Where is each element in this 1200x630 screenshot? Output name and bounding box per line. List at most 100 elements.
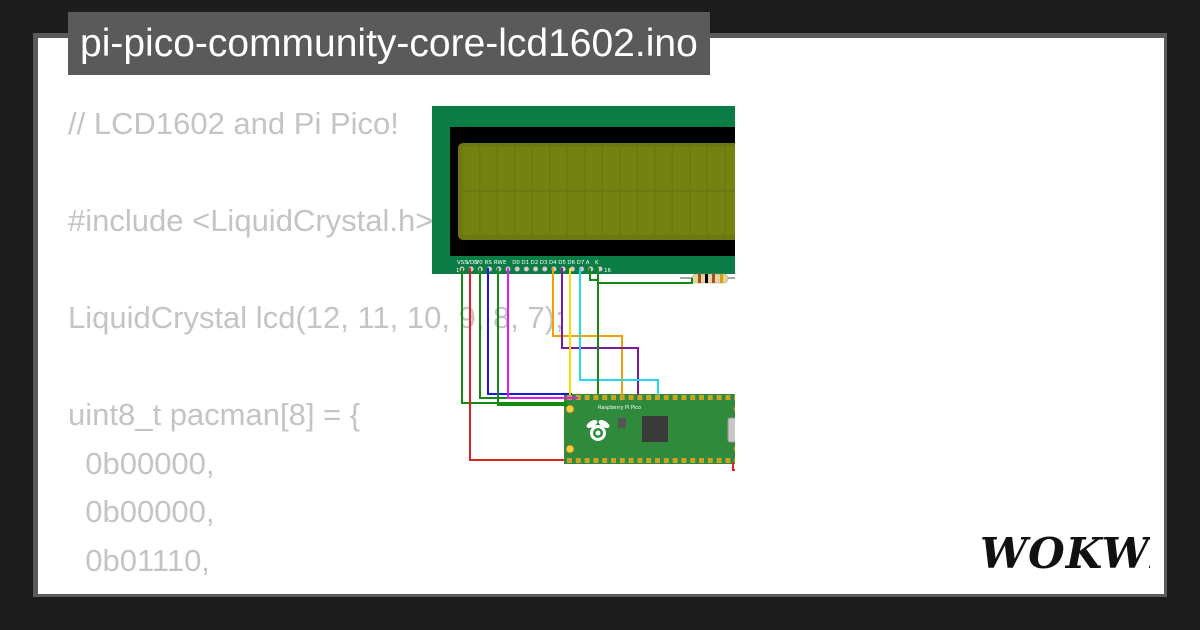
lcd-char-cell: [480, 147, 497, 190]
wire-vss-gnd: [461, 268, 566, 404]
pico-pin: [593, 395, 599, 400]
lcd-pin-label: D7: [577, 260, 585, 266]
lcd-char-cell: [690, 192, 707, 235]
code-line: 0b00000,: [68, 445, 215, 481]
pico-pin: [734, 458, 735, 463]
raspberry-pi-pico: Raspberry Pi Pico: [564, 394, 735, 464]
project-title: pi-pico-community-core-lcd1602.ino: [68, 12, 710, 75]
lcd-pin: [542, 266, 548, 272]
code-line: 0b11011,: [68, 585, 564, 594]
lcd-char-cell: [585, 147, 602, 190]
lcd-char-cell: [480, 192, 497, 235]
lcd-pin-label: D1: [521, 260, 529, 266]
pico-pin: [611, 458, 616, 463]
pico-pin: [672, 395, 678, 400]
lcd-pin-label: RS: [485, 260, 493, 266]
lcd-char-cell: [673, 192, 689, 235]
wire-resistor-3v3: [732, 462, 735, 471]
code-preview: // LCD1602 and Pi Pico!#include <LiquidC…: [68, 100, 564, 594]
code-line: uint8_t pacman[8] = {: [68, 397, 361, 432]
lcd-char-cell: [603, 192, 619, 235]
pico-pin: [663, 395, 669, 400]
wire-e: [507, 268, 578, 399]
wires: [461, 268, 735, 471]
lcd-char-cell: [638, 192, 654, 235]
lcd-char-cell: [638, 147, 654, 190]
lcd-pin-label: D3: [540, 260, 548, 266]
pico-pin: [663, 458, 669, 463]
lcd-char-cell: [550, 192, 567, 235]
pico-pin: [734, 395, 735, 400]
pico-pin: [637, 458, 643, 463]
card-content: // LCD1602 and Pi Pico!#include <LiquidC…: [38, 38, 1164, 594]
pico-pin: [619, 395, 625, 400]
pico-pin: [646, 395, 652, 400]
pico-pin: [690, 458, 696, 463]
lcd-char-cell: [568, 192, 584, 235]
pico-pin: [707, 458, 713, 463]
lcd-char-cell: [533, 192, 549, 235]
pico-pin: [699, 395, 704, 400]
pico-pin: [584, 458, 590, 463]
lcd-char-cell: [463, 147, 479, 190]
pico-pin: [575, 395, 581, 400]
code-line: 0b01110,: [68, 542, 210, 578]
pico-pin: [672, 458, 678, 463]
pico-pin: [646, 458, 652, 463]
lcd-pin: [532, 266, 539, 272]
lcd-pin-last: 16: [604, 268, 611, 274]
wire-a-resistor: [597, 268, 693, 284]
pico-pin: [619, 458, 625, 463]
lcd-char-cell: [515, 147, 532, 190]
pico-pin: [655, 458, 660, 463]
lcd-pin-label: K: [595, 260, 599, 266]
wire-v0-gnd: [497, 268, 568, 406]
lcd-pin-label: D0: [512, 260, 520, 266]
pico-pin: [602, 395, 608, 400]
lcd-char-cell: [533, 147, 549, 190]
pico-pin: [716, 458, 722, 463]
pico-pin: [602, 458, 608, 463]
lcd-char-cell: [498, 192, 514, 235]
pico-pin: [628, 395, 634, 400]
pico-board-label: Raspberry Pi Pico: [598, 405, 641, 411]
pico-pin: [707, 395, 713, 400]
usb-port: [727, 417, 735, 443]
mounting-hole: [733, 405, 735, 413]
lcd-char-cell: [690, 147, 707, 190]
lcd-pin-label: D2: [531, 260, 539, 266]
lcd-character-grid: [463, 147, 735, 235]
wire-k-gnd: [589, 268, 599, 395]
mounting-hole: [565, 404, 575, 414]
code-line: #include <LiquidCrystal.h>: [68, 203, 434, 238]
raspberry-logo-icon: [586, 420, 610, 441]
mounting-hole: [733, 445, 735, 453]
lcd-char-cell: [655, 147, 672, 190]
lcd-pin-label: V0: [475, 260, 483, 266]
pico-pin: [637, 395, 643, 400]
lcd-pin-label: D4: [549, 260, 557, 266]
lcd-char-cell: [620, 147, 637, 190]
lcd-pin-label: VSS: [457, 260, 468, 266]
wire-vdd-vbus: [469, 268, 564, 461]
lcd-char-cell: [550, 147, 567, 190]
lcd-pin-label: VDD: [466, 260, 478, 266]
lcd-pin-label: D6: [567, 260, 575, 266]
pico-pin: [655, 395, 660, 400]
pico-pin: [611, 395, 616, 400]
lcd-char-cell: [655, 192, 672, 235]
lcd-char-cell: [515, 192, 532, 235]
resistor: [680, 273, 735, 284]
wokwi-logo-text: WOKWI: [980, 529, 1150, 576]
rp2040-chip: [642, 416, 668, 442]
pico-pin: [575, 458, 581, 463]
pico-pin: [584, 395, 590, 400]
pico-pin: [593, 458, 599, 463]
wire-d5: [561, 268, 639, 395]
flash-chip: [618, 418, 626, 428]
pico-pin: [567, 458, 572, 463]
lcd-char-cell: [463, 192, 479, 235]
pico-pin: [681, 458, 687, 463]
lcd-char-cell: [568, 147, 584, 190]
